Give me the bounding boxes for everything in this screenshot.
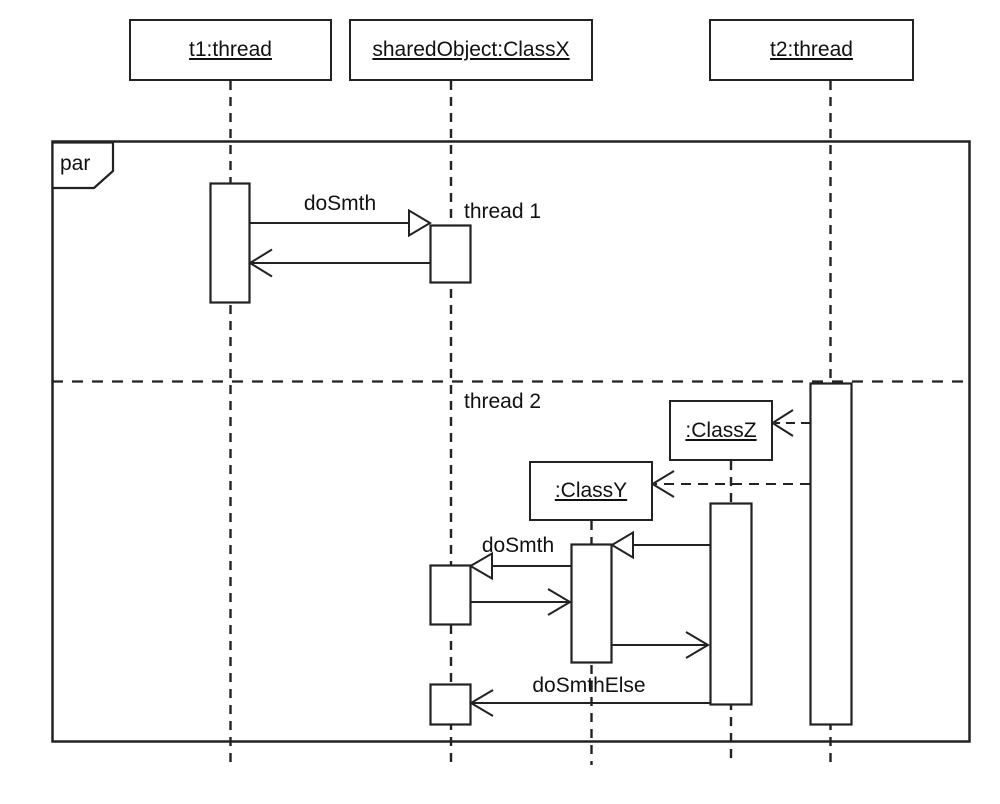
lifeline-head-t1: t1:thread — [129, 19, 332, 81]
message-classz-classy-arrowhead — [610, 530, 634, 560]
activation-sharedobject-3 — [429, 683, 472, 726]
par-operator-label: par — [60, 152, 91, 175]
message-dosmthelse-label: doSmthElse — [532, 674, 646, 697]
par-fragment-frame — [51, 140, 971, 743]
lifeline-head-t2-label: t2:thread — [770, 38, 853, 61]
activation-sharedobject-1 — [429, 224, 472, 284]
lifeline-head-t1-label: t1:thread — [189, 38, 272, 61]
message-return1-arrowhead — [248, 248, 273, 278]
activation-sharedobject-2 — [429, 564, 472, 626]
message-dosmth1-label: doSmth — [303, 192, 377, 215]
activation-classy — [570, 543, 613, 664]
message-reply2-arrowhead — [547, 588, 572, 616]
created-object-classz-label: :ClassZ — [685, 418, 757, 442]
message-classy-classz-arrowhead — [685, 631, 710, 659]
lifeline-head-t2: t2:thread — [709, 19, 914, 81]
message-dosmth2-arrowhead — [468, 551, 493, 581]
region-thread1-label: thread 1 — [464, 200, 542, 223]
activation-t2 — [809, 382, 853, 726]
message-dosmth1-arrowhead — [408, 208, 432, 238]
message-dosmthelse-arrowhead — [469, 689, 494, 717]
created-object-classy: :ClassY — [529, 461, 653, 521]
activation-classz — [709, 502, 753, 706]
lifeline-head-sharedobject: sharedObject:ClassX — [349, 19, 593, 81]
region-thread2-label: thread 2 — [464, 390, 542, 413]
created-object-classz: :ClassZ — [669, 400, 773, 461]
message-dosmth2-label: doSmth — [481, 534, 555, 557]
lifeline-head-sharedobject-label: sharedObject:ClassX — [372, 38, 570, 61]
activation-t1 — [209, 182, 251, 304]
par-operator-pentagon — [51, 141, 115, 190]
created-object-classy-label: :ClassY — [554, 479, 628, 502]
